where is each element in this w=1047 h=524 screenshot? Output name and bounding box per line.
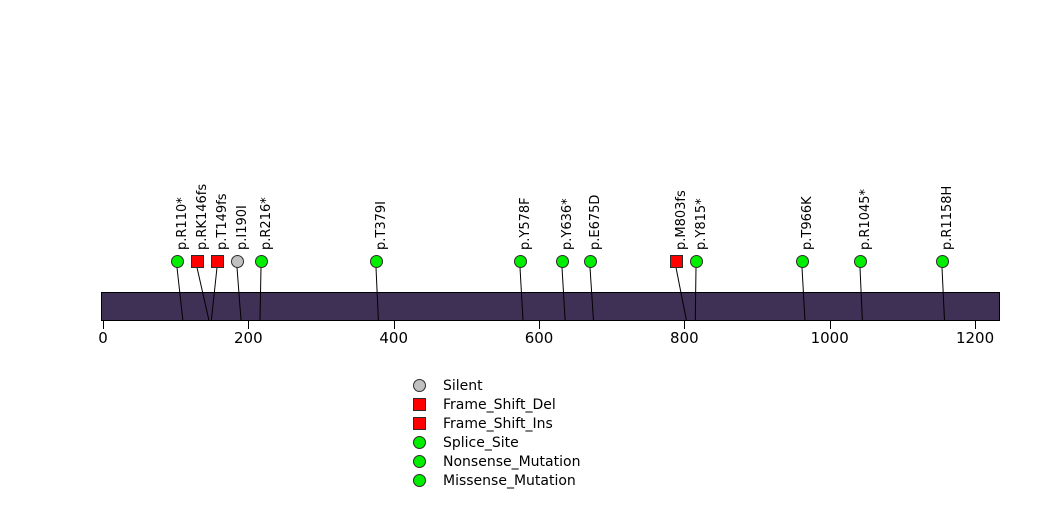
- axis-tick-label: 1200: [955, 329, 995, 347]
- mutation-label: p.Y815*: [694, 198, 709, 250]
- axis-tick: [684, 321, 686, 329]
- mutation-marker[interactable]: [853, 254, 867, 268]
- mutation-marker[interactable]: [795, 254, 809, 268]
- legend-item-label: Nonsense_Mutation: [443, 453, 581, 470]
- mutation-label: p.R110*: [175, 197, 190, 250]
- legend-swatch-square-icon: [413, 398, 426, 411]
- mutation-label: p.E675D: [588, 194, 603, 250]
- legend-item[interactable]: Missense_Mutation: [413, 471, 580, 490]
- legend-swatch-circle-icon: [413, 436, 426, 449]
- protein-backbone-bar: [101, 292, 1000, 321]
- mutation-marker[interactable]: [190, 254, 204, 268]
- legend-item-label: Frame_Shift_Ins: [443, 415, 553, 432]
- mutation-marker[interactable]: [513, 254, 527, 268]
- mutation-label: p.Y578F: [518, 197, 533, 250]
- axis-tick: [103, 321, 104, 329]
- axis-tick: [248, 321, 250, 329]
- axis-tick: [393, 321, 395, 329]
- mutation-marker[interactable]: [583, 254, 597, 268]
- mutation-label: p.Y636*: [560, 198, 575, 250]
- mutation-marker[interactable]: [170, 254, 184, 268]
- axis-tick: [975, 321, 977, 329]
- mutation-label: p.T149fs: [215, 193, 230, 251]
- legend-swatch-circle-icon: [413, 474, 426, 487]
- mutation-marker[interactable]: [369, 254, 383, 268]
- mutation-marker[interactable]: [689, 254, 703, 268]
- axis-tick-label: 400: [379, 329, 408, 347]
- mutation-marker[interactable]: [669, 254, 683, 268]
- mutation-label: p.R216*: [259, 197, 274, 250]
- axis-tick-label: 200: [234, 329, 263, 347]
- mutation-marker[interactable]: [555, 254, 569, 268]
- legend-swatch-circle-icon: [413, 455, 426, 468]
- mutation-marker[interactable]: [254, 254, 268, 268]
- mutation-label: p.RK146fs: [195, 183, 210, 250]
- legend-swatch-circle-icon: [413, 379, 426, 392]
- legend-item[interactable]: Nonsense_Mutation: [413, 452, 580, 471]
- legend-swatch-square-icon: [413, 417, 426, 430]
- mutation-marker[interactable]: [210, 254, 224, 268]
- legend-item-label: Missense_Mutation: [443, 472, 576, 489]
- mutation-label: p.I190I: [235, 205, 250, 250]
- axis-tick-label: 0: [98, 329, 108, 347]
- legend-item-label: Silent: [443, 377, 483, 394]
- mutation-marker[interactable]: [230, 254, 244, 268]
- axis-tick-label: 800: [670, 329, 699, 347]
- axis-tick: [829, 321, 831, 329]
- axis-tick: [539, 321, 541, 329]
- mutation-label: p.R1045*: [858, 188, 873, 250]
- mutation-label: p.M803fs: [674, 190, 689, 250]
- legend-item[interactable]: Frame_Shift_Del: [413, 395, 580, 414]
- legend-item-label: Splice_Site: [443, 434, 519, 451]
- legend-item[interactable]: Silent: [413, 376, 580, 395]
- legend-item[interactable]: Frame_Shift_Ins: [413, 414, 580, 433]
- axis-tick-label: 1000: [810, 329, 849, 347]
- legend-item-label: Frame_Shift_Del: [443, 396, 556, 413]
- mutation-label: p.T966K: [800, 196, 815, 250]
- mutation-label: p.R1158H: [940, 185, 955, 250]
- mutation-label: p.T379I: [374, 201, 389, 250]
- legend-item[interactable]: Splice_Site: [413, 433, 580, 452]
- mutation-marker[interactable]: [935, 254, 949, 268]
- axis-tick-label: 600: [524, 329, 554, 347]
